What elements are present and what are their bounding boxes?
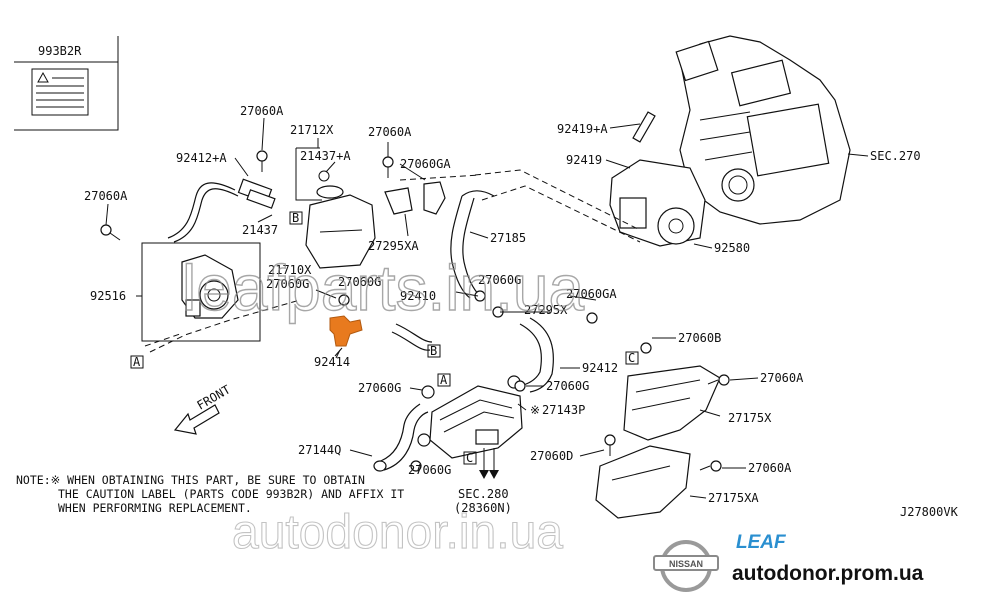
ref-a-box-2: A	[440, 373, 448, 387]
caution-label-code: 993B2R	[38, 44, 82, 58]
label-27060ga-1: 27060GA	[400, 157, 451, 171]
reservoir-bottle-drawing: B	[289, 147, 376, 269]
note-line-2: THE CAUTION LABEL (PARTS CODE 993B2R) AN…	[58, 487, 404, 501]
ref-b-box-2: B	[430, 344, 437, 358]
nissan-logo: NISSAN	[653, 540, 719, 592]
front-direction-arrow: FRONT	[173, 382, 233, 435]
ref-c-box-2: C	[628, 351, 635, 365]
note-line-3: WHEN PERFORMING REPLACEMENT.	[58, 501, 252, 515]
label-sec-280-code: (28360N)	[454, 501, 512, 515]
label-21710x: 21710X	[268, 263, 312, 277]
label-27144q: 27144Q	[298, 443, 341, 457]
label-92412a: 92412+A	[176, 151, 227, 165]
label-27060a-4: 27060A	[760, 371, 804, 385]
pump-assembly-drawing: A	[130, 242, 301, 369]
label-27185: 27185	[490, 231, 526, 245]
label-92412: 92412	[582, 361, 618, 375]
hose-92410	[391, 331, 431, 351]
hose-92412	[519, 323, 542, 387]
label-27060g-1: 27060G	[266, 277, 309, 291]
leader-lines	[105, 117, 869, 499]
replacement-note: NOTE:※ WHEN OBTAINING THIS PART, BE SURE…	[16, 473, 404, 515]
label-27143p: 27143P	[542, 403, 585, 417]
label-27295x: 27295X	[524, 303, 568, 317]
label-21712x: 21712X	[290, 123, 334, 137]
sec-280-arrows: C	[463, 448, 499, 479]
label-sec-280: SEC.280	[458, 487, 509, 501]
note-line-1: NOTE:※ WHEN OBTAINING THIS PART, BE SURE…	[16, 473, 365, 487]
label-27175x: 27175X	[728, 411, 772, 425]
hose-27185	[450, 195, 471, 299]
caution-label-box: 993B2R	[14, 36, 119, 131]
label-27060a-2: 27060A	[368, 125, 412, 139]
model-name: LEAF	[736, 532, 787, 553]
nissan-logo-text: NISSAN	[669, 559, 703, 569]
label-27060b: 27060B	[678, 331, 721, 345]
watermark-main: leafparts.in.ua	[182, 252, 584, 324]
ref-c-box-1: C	[466, 451, 473, 465]
label-27060g-3: 27060G	[478, 273, 521, 287]
label-21437: 21437	[242, 223, 278, 237]
label-27295xa: 27295XA	[368, 239, 419, 253]
label-92580: 92580	[714, 241, 750, 255]
label-27060a-3: 27060A	[84, 189, 128, 203]
ref-b-box-1: B	[292, 211, 299, 225]
label-92419a: 92419+A	[557, 122, 608, 136]
part-labels: 27060A 21712X 92412+A 21437+A 27060A 270…	[84, 104, 959, 519]
label-27060ga-2: 27060GA	[566, 287, 617, 301]
label-92516: 92516	[90, 289, 126, 303]
label-92414: 92414	[314, 355, 350, 369]
undercover-drawing: C	[595, 351, 721, 519]
label-92419: 92419	[566, 153, 602, 167]
label-27060g-6: 27060G	[408, 463, 451, 477]
label-sec-270: SEC.270	[870, 149, 921, 163]
label-21437a: 21437+A	[300, 149, 351, 163]
label-92410: 92410	[400, 289, 436, 303]
label-asterisk: ※	[530, 403, 540, 417]
hvac-unit-drawing	[399, 35, 851, 247]
label-27060g-4: 27060G	[358, 381, 401, 395]
hose-27144q	[377, 403, 421, 463]
diagram-code: J27800VK	[900, 505, 959, 519]
heater-unit-drawing: A	[417, 373, 523, 459]
label-27060a-1: 27060A	[240, 104, 284, 118]
label-27060a-5: 27060A	[748, 461, 792, 475]
label-27060g-5: 27060G	[546, 379, 589, 393]
watermark-secondary: autodonor.in.ua	[232, 506, 563, 559]
label-27175xa: 27175XA	[708, 491, 759, 505]
warning-triangle-icon	[37, 71, 49, 83]
fasteners	[100, 150, 730, 472]
site-url: autodonor.prom.ua	[732, 562, 924, 585]
ref-a-box-1: A	[133, 355, 141, 369]
label-27060g-2: 27060G	[338, 275, 381, 289]
highlighted-part-92414	[329, 315, 363, 347]
label-27060d: 27060D	[530, 449, 573, 463]
hose-92412a	[167, 182, 236, 239]
